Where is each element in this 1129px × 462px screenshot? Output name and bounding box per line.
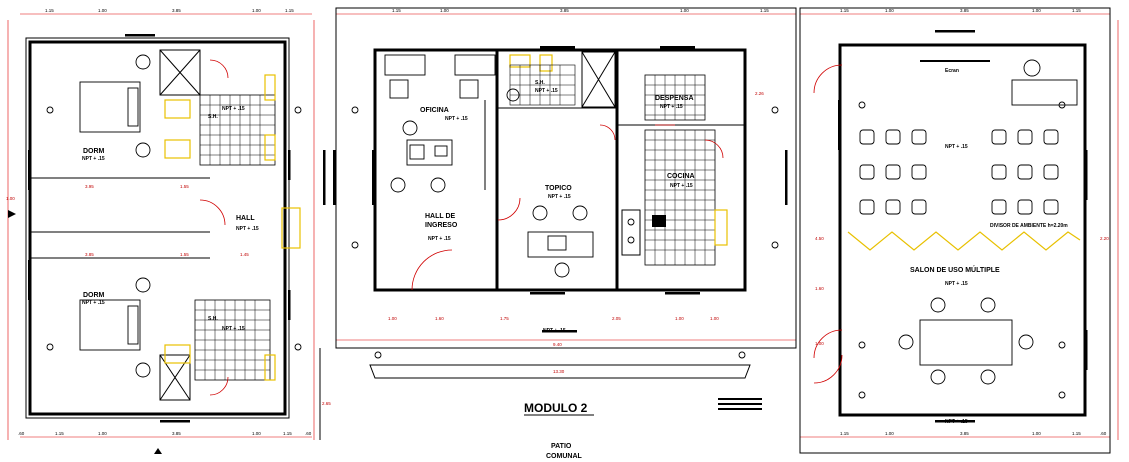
level-label: NPT + .15 bbox=[222, 106, 245, 112]
dim-label: 1.00 bbox=[98, 8, 107, 13]
dim-label: 1.00 bbox=[710, 316, 719, 321]
room-label-salon: SALON DE USO MÚLTIPLE bbox=[910, 265, 1000, 274]
level-label: NPT + .15 bbox=[945, 144, 968, 150]
level-label: NPT + .15 bbox=[945, 419, 968, 425]
dim-label: 1.00 bbox=[440, 8, 449, 13]
dim-label: 2.05 bbox=[612, 316, 621, 321]
room-label-despensa: DESPENSA bbox=[655, 95, 694, 102]
outer-wall bbox=[28, 40, 287, 416]
dim-label: 1.15 bbox=[840, 431, 849, 436]
dim-label: 3.95 bbox=[85, 184, 94, 189]
patio-label: PATIO bbox=[551, 443, 572, 450]
level-label: NPT + .15 bbox=[660, 104, 683, 110]
dim-label: 1.00 bbox=[98, 431, 107, 436]
dim-label: .60 bbox=[305, 431, 312, 436]
chairs-right bbox=[991, 129, 1059, 215]
drawing-title: MODULO 2 bbox=[524, 401, 588, 415]
dim-label: 1.45 bbox=[240, 252, 249, 257]
dim-label: 1.15 bbox=[1072, 8, 1081, 13]
room-label-oficina: OFICINA bbox=[420, 107, 449, 114]
level-label: NPT + .15 bbox=[548, 194, 571, 200]
bed bbox=[79, 299, 141, 351]
left-module: 1.15 1.00 3.85 1.00 1.15 .60 1.15 1.00 3… bbox=[6, 8, 315, 454]
level-label: NPT + .15 bbox=[428, 236, 451, 242]
screen-label: Ecran bbox=[945, 68, 959, 74]
level-label: NPT + .15 bbox=[670, 183, 693, 189]
dim-label: 1.00 bbox=[252, 8, 261, 13]
chairs-left bbox=[859, 129, 927, 215]
top-dimension-labels: 1.15 1.00 3.85 1.00 1.15 bbox=[392, 8, 769, 13]
top-dimension-labels: 1.15 1.00 3.85 1.00 1.15 bbox=[840, 8, 1081, 13]
room-label-sh-2: S.H. bbox=[208, 316, 218, 322]
dim-label: 1.55 bbox=[180, 252, 189, 257]
dim-label: 1.15 bbox=[45, 8, 54, 13]
room-label-topico: TOPICO bbox=[545, 185, 572, 192]
dim-label: .60 bbox=[18, 431, 25, 436]
dim-label: 3.85 bbox=[560, 8, 569, 13]
dim-label: 3.85 bbox=[85, 252, 94, 257]
room-label-hall: HALL bbox=[236, 215, 255, 222]
dim-label: 2.65 bbox=[322, 401, 331, 406]
bed bbox=[79, 81, 141, 133]
level-label: NPT + .15 bbox=[445, 116, 468, 122]
room-label-dorm-1: DORM bbox=[83, 148, 105, 155]
dim-label: 1.00 bbox=[6, 196, 15, 201]
room-label-hall-de-ingreso: INGRESO bbox=[425, 222, 458, 229]
dim-label: 2.20 bbox=[1100, 236, 1109, 241]
room-label-cocina: COCINA bbox=[667, 173, 695, 180]
desk bbox=[527, 231, 594, 258]
level-label: NPT + .15 bbox=[82, 156, 105, 162]
dim-label: 1.00 bbox=[388, 316, 397, 321]
dim-label-total: 9.40 bbox=[553, 342, 562, 347]
center-module: 1.15 1.00 3.85 1.00 1.15 bbox=[319, 7, 801, 460]
dim-label: 2.26 bbox=[755, 91, 764, 96]
room-divider bbox=[847, 231, 1081, 251]
dim-label: 1.15 bbox=[840, 8, 849, 13]
dim-label: 1.15 bbox=[392, 8, 401, 13]
dim-label: 1.15 bbox=[283, 431, 292, 436]
dim-label: 1.15 bbox=[1072, 431, 1081, 436]
level-label: NPT + .15 bbox=[535, 88, 558, 94]
dim-label: 1.55 bbox=[180, 184, 189, 189]
dim-label: 1.00 bbox=[885, 8, 894, 13]
dim-label: 1.00 bbox=[680, 8, 689, 13]
dim-label: 1.00 bbox=[885, 431, 894, 436]
patio-label: COMUNAL bbox=[546, 453, 582, 460]
level-label: NPT + .15 bbox=[222, 326, 245, 332]
dim-label: 1.60 bbox=[815, 286, 824, 291]
level-label: NPT + .15 bbox=[236, 226, 259, 232]
dim-label: 3.85 bbox=[960, 431, 969, 436]
dim-label: 1.00 bbox=[1032, 8, 1041, 13]
bottom-dimension-labels: 1.15 1.00 3.85 1.00 1.15 .60 bbox=[840, 431, 1107, 436]
dim-label: 4.50 bbox=[815, 236, 824, 241]
dim-label: 1.00 bbox=[252, 431, 261, 436]
desk bbox=[406, 139, 453, 166]
level-label: NPT + .15 bbox=[945, 281, 968, 287]
dim-label: 1.00 bbox=[815, 341, 824, 346]
level-label: NPT + .15 bbox=[543, 328, 566, 334]
bottom-dimension-labels: .60 1.15 1.00 3.85 1.00 1.15 .60 bbox=[18, 431, 312, 436]
right-module: 1.15 1.00 3.85 1.00 1.15 1.15 1.00 3.85 … bbox=[799, 7, 1119, 454]
dim-label: 1.60 bbox=[435, 316, 444, 321]
dim-label: 1.15 bbox=[285, 8, 294, 13]
dim-label: .60 bbox=[1100, 431, 1107, 436]
dim-label: 1.00 bbox=[675, 316, 684, 321]
dim-label: 3.85 bbox=[172, 8, 181, 13]
dim-label: 1.15 bbox=[760, 8, 769, 13]
room-label-sh-1: S.H. bbox=[208, 114, 218, 120]
room-label-hall-de-ingreso: HALL DE bbox=[425, 213, 456, 220]
dim-label: 1.75 bbox=[500, 316, 509, 321]
dim-label: 1.15 bbox=[55, 431, 64, 436]
dim-label: 3.85 bbox=[960, 8, 969, 13]
level-label: NPT + .15 bbox=[82, 300, 105, 306]
room-label-dorm-2: DORM bbox=[83, 292, 105, 299]
dim-label: 3.85 bbox=[172, 431, 181, 436]
top-dimension-labels: 1.15 1.00 3.85 1.00 1.15 bbox=[45, 8, 294, 13]
dim-label-total: 13.30 bbox=[553, 369, 565, 374]
room-label-sh-center: S.H. bbox=[535, 80, 545, 86]
dim-label: 1.00 bbox=[1032, 431, 1041, 436]
divider-label: DIVISOR DE AMBIENTE h=2.20m bbox=[990, 223, 1068, 229]
meeting-table bbox=[919, 319, 1013, 366]
